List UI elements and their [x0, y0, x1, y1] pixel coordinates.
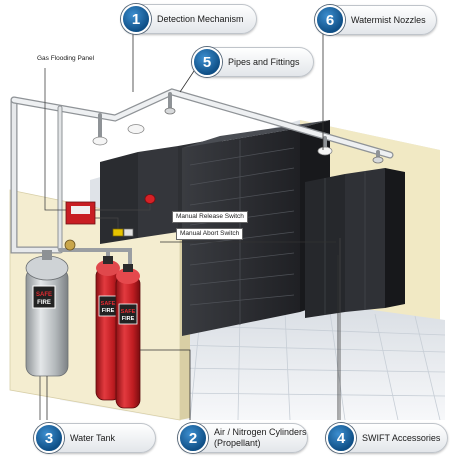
detector [317, 146, 333, 156]
callout-number-badge: 2 [178, 423, 208, 453]
alarm-bell [144, 194, 156, 204]
cylinder-left: SAFE FIRE [95, 256, 121, 401]
manual-abort-switch-label: Manual Abort Switch [176, 228, 244, 240]
callout-label: SWIFT Accessories [362, 432, 441, 443]
detector [92, 136, 108, 146]
pipe-network [10, 88, 394, 270]
cyl-tag-line2: FIRE [102, 308, 115, 314]
nozzle [372, 156, 384, 164]
callout-label: Detection Mechanism [157, 13, 244, 24]
manual-release-switch [112, 228, 124, 237]
callout-label: Watermist Nozzles [351, 14, 426, 25]
callout-air-nitrogen-cylinders: 2 Air / Nitrogen Cylinders (Propellant) [178, 423, 308, 453]
cyl-tag-line1: SAFE [101, 301, 116, 307]
cyl2-tag-line2: FIRE [122, 316, 135, 322]
solenoid-valve [64, 239, 76, 251]
nozzle [164, 107, 176, 115]
callout-label: Water Tank [70, 432, 116, 443]
leader-lines [46, 32, 339, 420]
ceiling-devices [92, 107, 384, 164]
tank-tag-line2: FIRE [37, 300, 51, 306]
callout-water-tank: 3 Water Tank [34, 423, 156, 453]
callout-number-badge: 4 [326, 423, 356, 453]
callout-label-line1: Air / Nitrogen Cylinders [214, 427, 307, 437]
callout-number-badge: 6 [315, 5, 345, 35]
callout-number-badge: 5 [192, 47, 222, 77]
water-tank: SAFE FIRE [25, 250, 69, 377]
manual-abort-switch [123, 228, 134, 237]
detector [127, 124, 145, 134]
callout-number-badge: 3 [34, 423, 64, 453]
callout-label: Air / Nitrogen Cylinders (Propellant) [214, 427, 307, 449]
cylinder-right: SAFE FIRE [115, 264, 141, 409]
callout-watermist-nozzles: 6 Watermist Nozzles [315, 5, 437, 35]
callout-detection-mechanism: 1 Detection Mechanism [121, 4, 257, 34]
callout-swift-accessories: 4 SWIFT Accessories [326, 423, 448, 453]
callout-label-line2: (Propellant) [214, 438, 261, 448]
callout-pipes-and-fittings: 5 Pipes and Fittings [192, 47, 314, 77]
gas-flooding-panel-label: Gas Flooding Panel [37, 55, 95, 62]
cyl2-tag-line1: SAFE [121, 309, 136, 315]
manual-release-switch-label: Manual Release Switch [172, 211, 248, 223]
tank-tag-line1: SAFE [36, 292, 52, 298]
callout-label: Pipes and Fittings [228, 56, 300, 67]
callout-number-badge: 1 [121, 4, 151, 34]
